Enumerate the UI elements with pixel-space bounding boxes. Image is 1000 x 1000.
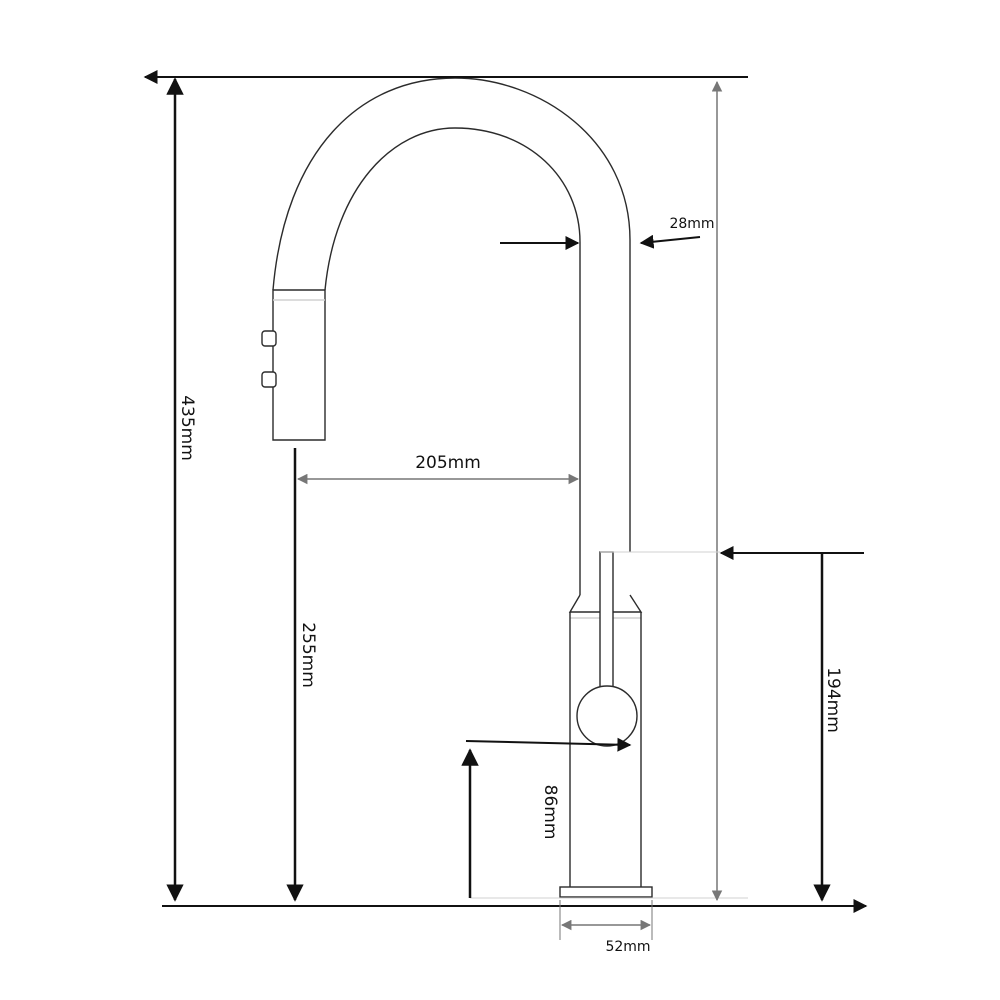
handle-reference-arrow [465, 737, 632, 752]
lever-knob [576, 685, 638, 747]
body-height-label: 194mm [823, 667, 843, 733]
pipe-diameter-arrow-right [639, 234, 701, 249]
handle-height-label: 86mm [540, 785, 560, 840]
spray-button-bottom [261, 371, 277, 388]
lever-stem [599, 551, 614, 695]
reach-label: 205mm [415, 453, 481, 473]
base-plate [559, 886, 653, 898]
dimension-lines [143, 70, 868, 940]
spout-inner-edge [324, 127, 581, 595]
base-diameter-label: 52mm [605, 939, 650, 955]
spray-head [272, 289, 326, 441]
spout-height-label: 255mm [298, 622, 318, 688]
pipe-diameter-label: 28mm [669, 216, 714, 232]
total-height-label: 435mm [177, 395, 197, 461]
spray-button-top [261, 330, 277, 347]
spout-outer-edge [272, 77, 631, 552]
faucet-body [569, 612, 642, 887]
faucet-outline [261, 77, 653, 898]
dimension-labels: 435mm 255mm 205mm 28mm 194mm 86mm 52mm [177, 216, 843, 955]
